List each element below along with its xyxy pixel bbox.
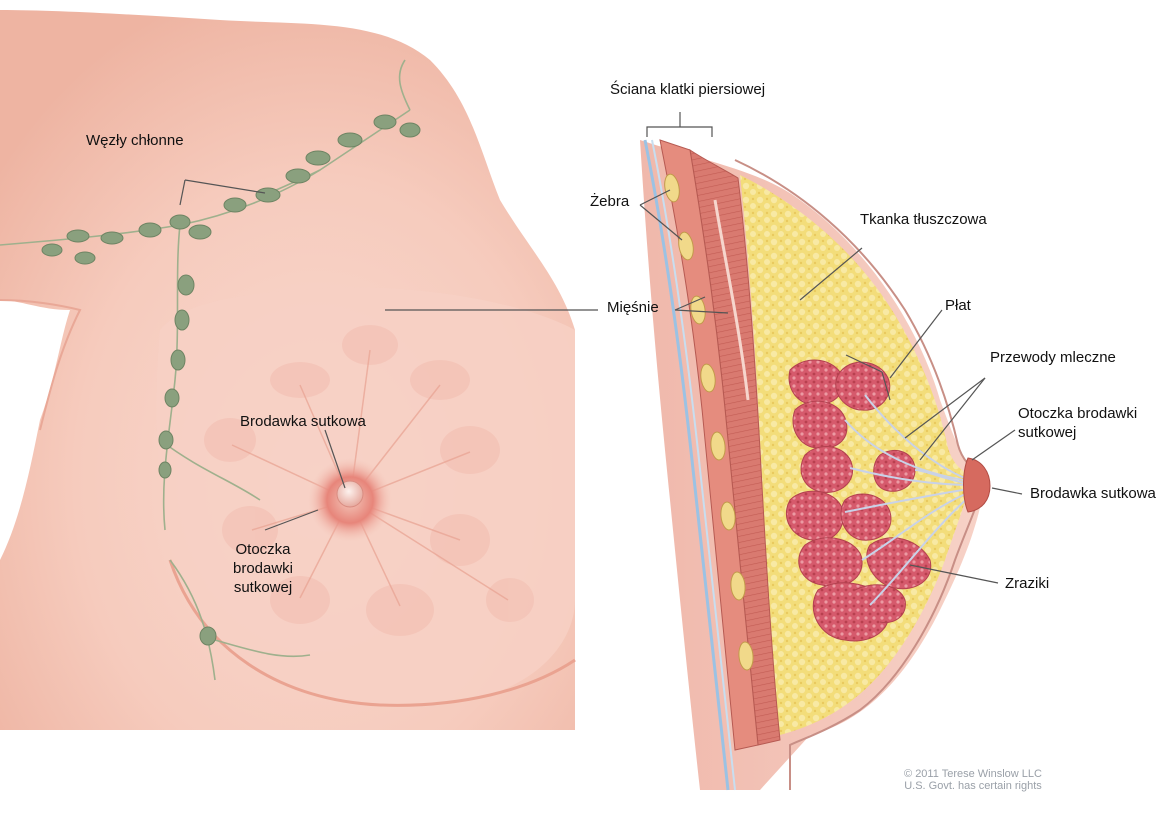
label-areola-left-line-1: Otoczka [218,540,308,559]
section-nipple [964,458,991,512]
cross-section-illustration [640,140,990,790]
label-areola-right-line-1: Otoczka brodawki [1018,404,1137,423]
label-areola-left: Otoczka brodawki sutkowej [218,540,308,597]
copyright-line-2: U.S. Govt. has certain rights [838,780,1108,792]
label-areola-right: Otoczka brodawki sutkowej [1018,404,1137,442]
label-lobe: Płat [945,296,971,315]
label-lymph-nodes: Węzły chłonne [86,131,184,150]
label-muscles: Mięśnie [607,298,659,317]
label-nipple-left: Brodawka sutkowa [240,412,366,431]
label-fatty-tissue: Tkanka tłuszczowa [860,210,987,229]
copyright-notice: © 2011 Terese Winslow LLC U.S. Govt. has… [838,768,1108,792]
frontal-view-illustration [0,10,575,730]
copyright-line-1: © 2011 Terese Winslow LLC [838,768,1108,780]
label-areola-right-line-2: sutkowej [1018,423,1137,442]
label-areola-left-line-2: brodawki [218,559,308,578]
label-chest-wall: Ściana klatki piersiowej [610,80,765,99]
label-ribs: Żebra [590,192,629,211]
label-lobules: Zraziki [1005,574,1049,593]
label-milk-ducts: Przewody mleczne [990,348,1116,367]
label-areola-left-line-3: sutkowej [218,578,308,597]
nipple [337,481,363,507]
label-nipple-right: Brodawka sutkowa [1030,484,1156,503]
